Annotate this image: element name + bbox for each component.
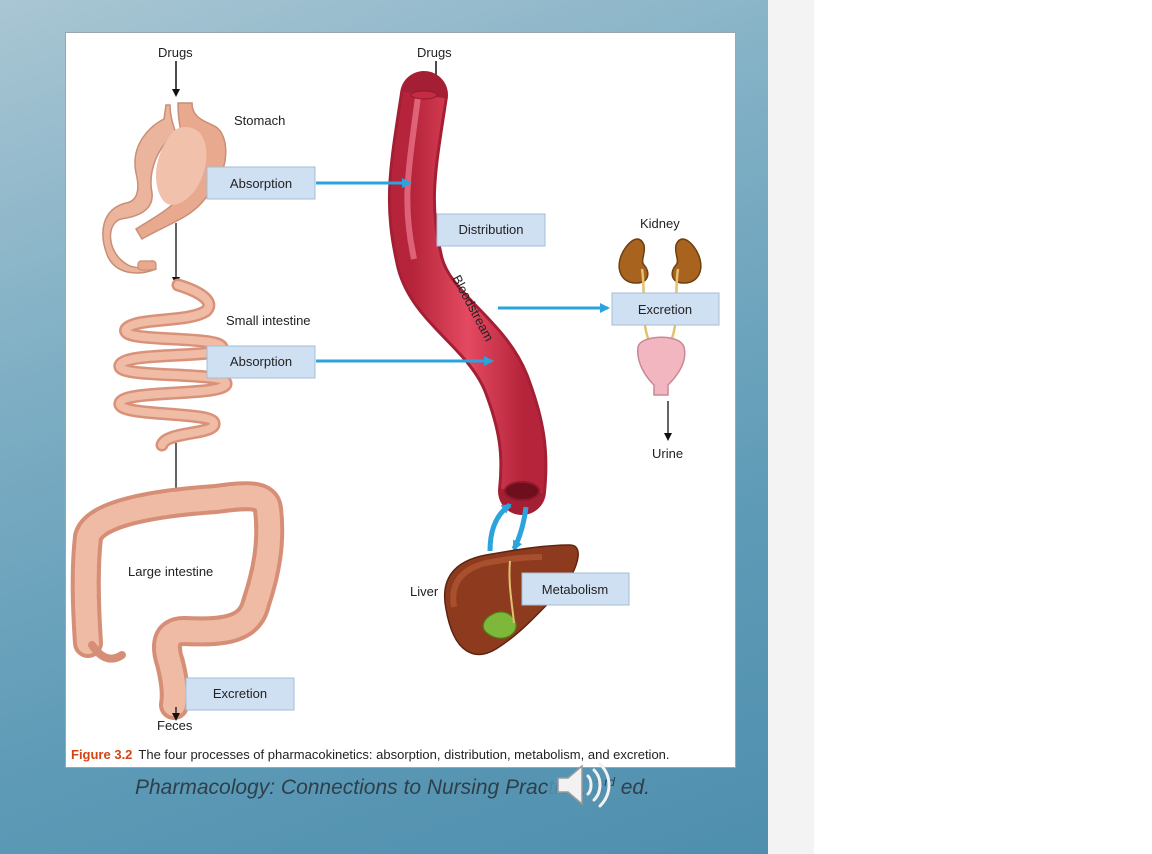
metabolism-text: Metabolism bbox=[542, 582, 608, 597]
figure-caption-text: The four processes of pharmacokinetics: … bbox=[138, 747, 669, 762]
citation-suffix: ed. bbox=[614, 776, 650, 799]
citation-prefix: Pharmacology: Connections to Nursing Pra… bbox=[135, 776, 549, 799]
blood-to-liver-arrow bbox=[511, 506, 529, 551]
large-intestine-label: Large intestine bbox=[128, 564, 213, 579]
figure-caption: Figure 3.2 The four processes of pharmaco… bbox=[71, 747, 670, 762]
drugs-oral-label: Drugs bbox=[158, 45, 193, 60]
pharmacokinetics-diagram: Drugs Drugs Stomach Small intestine Larg… bbox=[70, 45, 720, 762]
liver-illustration bbox=[444, 544, 579, 656]
metabolism-box: Metabolism bbox=[521, 572, 630, 606]
small-intestine-label: Small intestine bbox=[226, 313, 311, 328]
absorption-intestine-text: Absorption bbox=[230, 354, 292, 369]
kidney-illustration bbox=[618, 238, 702, 396]
figure-number: Figure 3.2 bbox=[71, 747, 132, 762]
liver-label: Liver bbox=[410, 584, 439, 599]
excretion-feces-box: Excretion bbox=[185, 677, 295, 711]
absorption-stomach-text: Absorption bbox=[230, 176, 292, 191]
large-intestine-illustration bbox=[70, 481, 285, 720]
stomach-illustration bbox=[102, 102, 227, 274]
absorption-stomach-box: Absorption bbox=[206, 166, 316, 200]
small-intestine-illustration bbox=[113, 278, 233, 452]
speaker-icon[interactable] bbox=[552, 758, 612, 812]
feces-label: Feces bbox=[157, 718, 193, 733]
kidney-label: Kidney bbox=[640, 216, 680, 231]
excretion-feces-text: Excretion bbox=[213, 686, 267, 701]
stomach-label: Stomach bbox=[234, 113, 285, 128]
drugs-iv-label: Drugs bbox=[417, 45, 452, 60]
excretion-kidney-text: Excretion bbox=[638, 302, 692, 317]
excretion-kidney-box: Excretion bbox=[611, 292, 720, 326]
liver-to-blood-arrow bbox=[487, 502, 512, 552]
distribution-box: Distribution bbox=[436, 213, 546, 247]
pharmacokinetics-figure: Drugs Drugs Stomach Small intestine Larg… bbox=[65, 32, 736, 768]
side-panel bbox=[768, 0, 814, 854]
distribution-text: Distribution bbox=[458, 222, 523, 237]
absorption-intestine-box: Absorption bbox=[206, 345, 316, 379]
urine-label: Urine bbox=[652, 446, 683, 461]
